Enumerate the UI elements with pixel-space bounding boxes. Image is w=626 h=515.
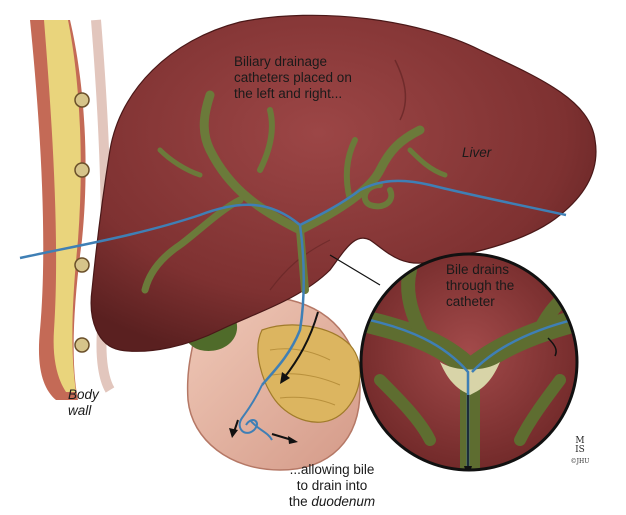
zoom-leader-line bbox=[329, 254, 381, 286]
bile-drains-label: Bile drains through the catheter bbox=[446, 262, 515, 309]
signature-copyright: ©JHU bbox=[570, 458, 590, 465]
signature-mark: M IS bbox=[575, 436, 585, 455]
catheter-pigtail bbox=[238, 384, 273, 441]
duodenum-label: ...allowing bile to drain into the duode… bbox=[262, 462, 402, 510]
body-wall bbox=[30, 19, 115, 400]
liver-label: Liver bbox=[462, 145, 492, 160]
body-wall-label: Body wall bbox=[68, 387, 99, 418]
pancreas bbox=[257, 324, 361, 423]
arrow-icon bbox=[229, 428, 238, 438]
duodenum-label-word: duodenum bbox=[311, 494, 376, 509]
signature-icon: M IS ©JHU bbox=[569, 437, 591, 466]
zoom-inset bbox=[359, 252, 579, 472]
arrow-icon bbox=[288, 436, 298, 444]
catheters bbox=[19, 179, 567, 386]
arrow-icon bbox=[280, 372, 290, 384]
catheters-label: Biliary drainage catheters placed on the… bbox=[234, 54, 352, 101]
duodenum-label-prefix: ...allowing bile to drain into the bbox=[288, 462, 375, 509]
liver bbox=[90, 14, 597, 352]
